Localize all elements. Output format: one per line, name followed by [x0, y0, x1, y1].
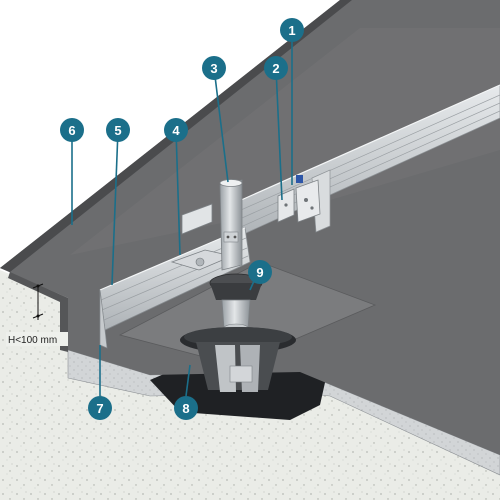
callout-4-label: 4: [172, 123, 180, 138]
callout-2[interactable]: 2: [264, 56, 288, 80]
callout-7-label: 7: [96, 401, 103, 416]
callout-2-label: 2: [272, 61, 279, 76]
dimension-label: H<100 mm: [8, 335, 57, 346]
support-post: [219, 179, 243, 271]
height-dimension: H<100 mm: [6, 283, 68, 346]
clamp-hardware-right: [295, 175, 321, 223]
membrane-upstand-face: [8, 272, 68, 352]
callout-9-label: 9: [256, 265, 263, 280]
callout-6-label: 6: [68, 123, 75, 138]
callout-markers: 1 2 3 4 5 6 7 8: [60, 18, 304, 420]
callout-5[interactable]: 5: [106, 118, 130, 142]
dimension-label-bg: [6, 332, 68, 346]
callout-8-label: 8: [182, 401, 189, 416]
callout-5-label: 5: [114, 123, 121, 138]
leader-4: [175, 129, 181, 256]
callout-3-label: 3: [210, 61, 217, 76]
callout-1[interactable]: 1: [280, 18, 304, 42]
clamp-bracket-left: [170, 203, 234, 271]
callout-3[interactable]: 3: [202, 56, 226, 80]
leader-lines: [71, 30, 293, 397]
callout-6[interactable]: 6: [60, 118, 84, 142]
concrete-slab: [0, 272, 500, 500]
callout-4[interactable]: 4: [164, 118, 188, 142]
drain-collar: [180, 327, 296, 392]
callout-1-label: 1: [288, 23, 295, 38]
leader-2: [275, 67, 283, 201]
leader-5: [111, 129, 119, 286]
callout-8[interactable]: 8: [174, 396, 198, 420]
callout-9[interactable]: 9: [248, 260, 272, 284]
leader-3: [213, 67, 229, 183]
leader-8: [185, 364, 191, 397]
callout-7[interactable]: 7: [88, 396, 112, 420]
